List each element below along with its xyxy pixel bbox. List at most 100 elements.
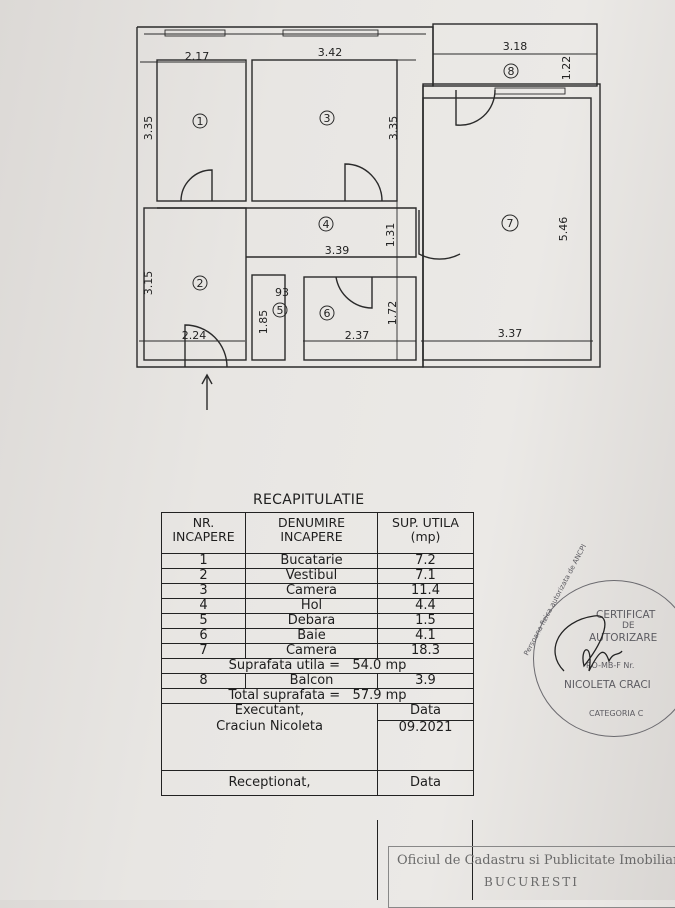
received-date-label: Data xyxy=(409,775,442,790)
svg-text:2: 2 xyxy=(197,277,204,290)
stamp-line1: CERTIFICAT xyxy=(596,609,656,621)
summary-title: RECAPITULATIE xyxy=(253,492,365,508)
cell-area: 11.4 xyxy=(411,583,440,598)
room-number-3: 3 xyxy=(319,110,335,126)
useful-area-total: Suprafata utila = 54.0 mp xyxy=(228,658,407,673)
cell-area: 7.1 xyxy=(415,568,436,583)
cadastre-office-stamp: Oficiul de Cadastru si Publicitate Imobi… xyxy=(388,846,675,908)
cell-name: Hol xyxy=(246,599,378,613)
header-name: DENUMIRE INCAPERE xyxy=(246,513,378,553)
executant-label: Executant, xyxy=(234,703,305,718)
cell-name: Camera xyxy=(246,644,378,658)
cell-name: Vestibul xyxy=(246,569,378,583)
dim-label: 3.42 xyxy=(318,46,343,59)
svg-text:4: 4 xyxy=(323,218,330,231)
signature xyxy=(554,615,623,672)
received-label: Receptionat, xyxy=(162,771,378,795)
stamp-line2: DE xyxy=(622,621,635,631)
dim-label: 1.72 xyxy=(386,301,399,326)
cell-area: 3.9 xyxy=(415,673,436,688)
svg-text:7: 7 xyxy=(507,217,514,230)
cell-area: 18.3 xyxy=(411,643,440,658)
windows-balcony xyxy=(494,87,566,95)
windows-top xyxy=(164,29,226,37)
door-room-3 xyxy=(344,163,383,202)
date-value: 09.2021 xyxy=(398,720,453,735)
svg-text:1: 1 xyxy=(197,115,204,128)
cell-name: Camera xyxy=(246,584,378,598)
cell-nr: 4 xyxy=(162,599,246,613)
stamp-line3: AUTORIZARE xyxy=(589,632,658,644)
dim-label: 1.31 xyxy=(384,223,397,248)
door-balcony xyxy=(455,89,496,126)
dim-label: 1.85 xyxy=(257,310,270,335)
dim-label: 2.37 xyxy=(345,329,370,342)
office-city: BUCURESTI xyxy=(484,875,579,889)
cell-nr: 2 xyxy=(162,569,246,583)
header-nr: NR. INCAPERE xyxy=(162,513,246,553)
office-name: Oficiul de Cadastru si Publicitate Imobi… xyxy=(397,853,675,868)
dim-label: 3.39 xyxy=(325,244,350,257)
room-number-8: 8 xyxy=(503,63,519,79)
room-number-7: 7 xyxy=(501,214,519,232)
cell-nr: 5 xyxy=(162,614,246,628)
room-5 xyxy=(251,274,286,361)
entrance-arrow-head xyxy=(201,373,213,385)
dim-label: 2.17 xyxy=(185,50,210,63)
room-number-6: 6 xyxy=(319,305,335,321)
room-2 xyxy=(143,207,247,361)
cell-area: 4.4 xyxy=(415,598,436,613)
header-area: SUP. UTILA (mp) xyxy=(392,515,459,544)
stamp-series: RO-MB-F Nr. xyxy=(586,661,635,670)
svg-text:3: 3 xyxy=(324,112,331,125)
dim-label: 3.35 xyxy=(387,116,400,141)
room-7 xyxy=(422,97,592,361)
authorization-stamp: Persoana fizica autorizata de ANCPI CERT… xyxy=(522,543,675,737)
svg-text:8: 8 xyxy=(508,65,515,78)
cell-nr: 1 xyxy=(162,554,246,568)
dim-label: 3.35 xyxy=(142,116,155,141)
svg-text:6: 6 xyxy=(324,307,331,320)
stamp-name: NICOLETA CRACI xyxy=(564,679,651,691)
room-number-4: 4 xyxy=(318,216,334,232)
cell-name: Baie xyxy=(246,629,378,643)
svg-text:5: 5 xyxy=(277,304,284,317)
stamp-category: CATEGORIA C xyxy=(589,709,644,718)
windows-top xyxy=(282,29,379,37)
dim-label: 93 xyxy=(275,286,289,299)
door-entrance xyxy=(184,324,228,368)
cell-area: 1.5 xyxy=(415,613,436,628)
door-bath xyxy=(335,276,373,309)
table-header: NR. INCAPERE DENUMIRE INCAPERE SUP. UTIL… xyxy=(162,513,473,554)
dim-label: 3.37 xyxy=(498,327,523,340)
date-label: Data xyxy=(378,704,473,721)
room-6 xyxy=(303,276,417,361)
cell-nr: 3 xyxy=(162,584,246,598)
summary-table: NR. INCAPERE DENUMIRE INCAPERE SUP. UTIL… xyxy=(161,512,474,796)
cell-area: 4.1 xyxy=(415,628,436,643)
dim-label: 3.15 xyxy=(142,271,155,296)
cell-name: Debara xyxy=(246,614,378,628)
cell-nr: 6 xyxy=(162,629,246,643)
table-continuation xyxy=(377,820,473,900)
cell-name: Balcon xyxy=(246,674,378,688)
useful-area-row: Suprafata utila = 54.0 mp xyxy=(162,659,473,674)
cell-nr: 7 xyxy=(162,644,246,658)
executant-name: Craciun Nicoleta xyxy=(216,719,323,734)
balcony-outline xyxy=(432,23,598,87)
cell-area: 7.2 xyxy=(415,553,436,568)
dim-label: 5.46 xyxy=(557,217,570,242)
room-1 xyxy=(156,59,247,202)
total-area-row: Total suprafata = 57.9 mp xyxy=(162,689,473,704)
room-number-1: 1 xyxy=(192,113,208,129)
